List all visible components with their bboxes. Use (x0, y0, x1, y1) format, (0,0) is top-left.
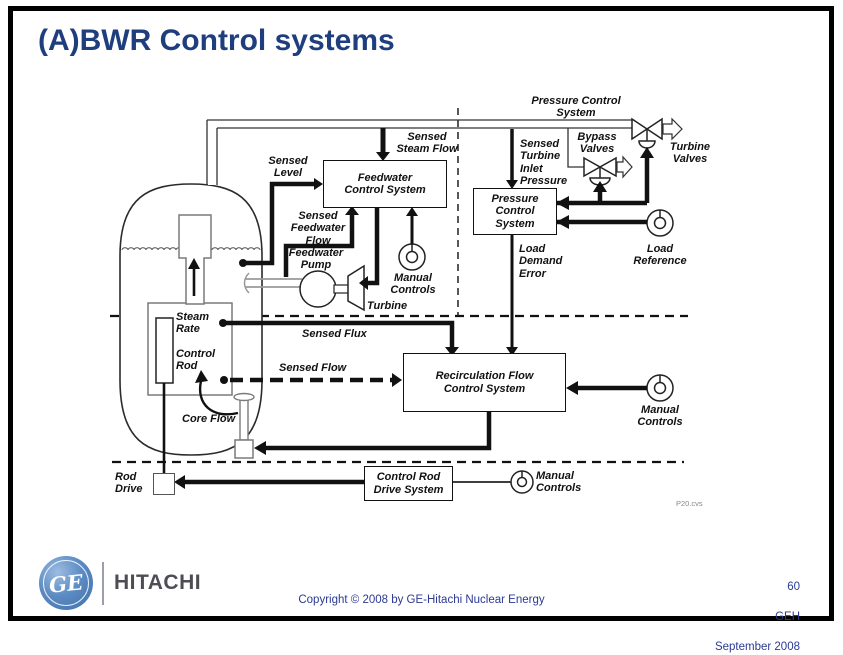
feedwater-pump-assembly (243, 264, 365, 312)
turbine-steam-out-arrow (662, 117, 683, 141)
sensed-feedwater-flow-line (283, 206, 359, 277)
control-rod-shape (155, 317, 174, 384)
slide-date: September 2008 (714, 641, 800, 653)
load-reference-dial (646, 209, 674, 237)
label-pressure-control-system-title: Pressure Control System (531, 95, 621, 120)
label-load-demand-error: Load Demand Error (519, 243, 563, 280)
label-turbine-valves: Turbine Valves (669, 141, 711, 166)
recirculation-manual-controls-line (566, 381, 647, 395)
label-sensed-level: Sensed Level (268, 155, 308, 180)
ge-logo-ring (43, 560, 89, 606)
label-manual-controls-rod: Manual Controls (536, 470, 582, 495)
sensed-level-line (239, 178, 323, 267)
main-steam-line-pipe (206, 119, 632, 185)
core-flow-curved-arrow (195, 370, 239, 416)
rod-drive-command-line (174, 475, 364, 489)
diagram-linework (110, 108, 688, 494)
recirculation-output-line (254, 412, 492, 455)
label-sensed-steam-flow: Sensed Steam Flow (396, 131, 458, 156)
core-flow-up-arrow (188, 258, 200, 296)
label-turbine: Turbine (367, 300, 408, 312)
jet-pump (233, 392, 255, 459)
org-name: GEH (775, 611, 800, 623)
rod-drive-box (153, 473, 175, 495)
label-steam-rate: Steam Rate (176, 311, 210, 336)
sensed-flux-line (219, 319, 459, 356)
feedwater-pump-turbine-cone (347, 264, 365, 312)
slide-footer-info: 60 GEH September 2008 (715, 565, 800, 655)
manual-controls-dial-rod (453, 470, 534, 494)
load-demand-error-line (506, 235, 518, 356)
sensed-turbine-inlet-pressure-line (506, 129, 518, 189)
hitachi-logo-text: HITACHI (114, 571, 202, 594)
ge-logo: GE (39, 556, 93, 610)
label-load-reference: Load Reference (633, 243, 687, 268)
pressure-control-valve-line (556, 147, 654, 210)
feedwater-pump-shape (299, 270, 337, 308)
signal-lines (174, 128, 654, 489)
feedwater-control-system-box: Feedwater Control System (323, 160, 447, 208)
turbine-valve (631, 117, 683, 149)
manual-controls-dial-feedwater (398, 243, 426, 271)
pipe-break-mark (243, 272, 250, 294)
sensed-flow-dashed-line (220, 373, 402, 387)
label-core-flow: Core Flow (182, 413, 236, 425)
label-rod-drive: Rod Drive (115, 471, 143, 496)
manual-controls-dial-recirculation (646, 374, 674, 402)
load-reference-line (556, 215, 647, 229)
footer-divider (102, 562, 104, 605)
bypass-steam-out-arrow (616, 155, 633, 179)
copyright-text: Copyright © 2008 by GE-Hitachi Nuclear E… (298, 594, 545, 606)
feedwater-control-output-line (359, 208, 380, 290)
feedwater-manual-controls-line (406, 207, 418, 244)
label-bypass-valves: Bypass Valves (577, 131, 617, 156)
bwr-control-diagram: Feedwater Control System Pressure Contro… (110, 95, 711, 508)
label-control-rod: Control Rod (176, 348, 216, 373)
label-manual-controls-recirculation: Manual Controls (637, 404, 683, 429)
control-rod-drive-system-box: Control Rod Drive System (364, 466, 453, 501)
figure-reference: P20.cvs (676, 499, 703, 508)
recirculation-flow-control-system-box: Recirculation Flow Control System (403, 353, 566, 412)
sensed-steam-flow-line (376, 128, 390, 161)
label-sensed-feedwater-flow: Sensed Feedwater Flow (290, 210, 346, 247)
label-sensed-flux: Sensed Flux (302, 328, 367, 340)
ge-monogram: GE (47, 568, 85, 598)
reactor-vessel (119, 183, 263, 474)
steam-separator-chimney (178, 214, 212, 305)
slide-title: (A)BWR Control systems (38, 24, 395, 57)
label-sensed-flow: Sensed Flow (279, 362, 347, 374)
label-sensed-turbine-inlet-pressure: Sensed Turbine Inlet Pressure (520, 138, 568, 187)
turbine-valve-actuator (638, 140, 656, 149)
page-number: 60 (787, 581, 800, 593)
pressure-control-system-box: Pressure Control System (473, 188, 557, 235)
label-feedwater-pump: Feedwater Pump (288, 247, 344, 272)
bypass-valve (567, 128, 633, 186)
label-manual-controls-feedwater: Manual Controls (390, 272, 436, 297)
